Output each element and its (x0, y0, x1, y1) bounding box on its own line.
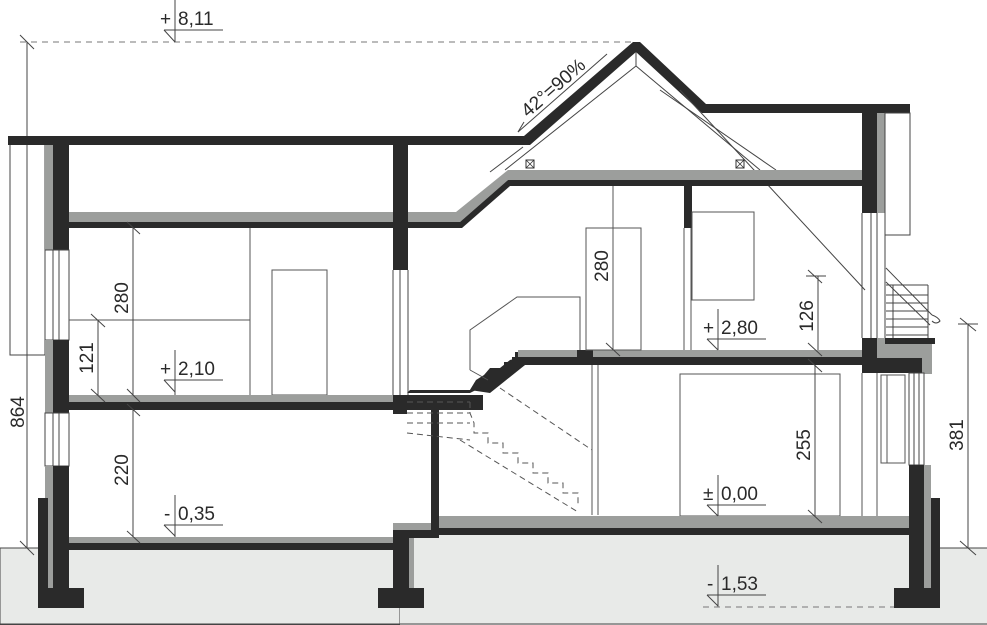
elevation-lower-left-value: 0,35 (178, 504, 215, 525)
right-wall-upper (861, 112, 911, 338)
elevation-ridge-value: 8,11 (178, 9, 214, 30)
dim-left-upper-height: 280 (112, 282, 133, 314)
elevation-ground-right: ± 0,00 (703, 475, 766, 517)
left-attic-floor (69, 170, 865, 228)
middle-foundation (378, 402, 439, 608)
right-upper-floor-slab (512, 350, 877, 365)
svg-text:±: ± (703, 484, 713, 505)
balcony-slab (862, 338, 935, 374)
right-ground-floor-slab (431, 516, 909, 535)
dim-left-sill-height: 121 (77, 342, 98, 374)
dim-right-ground: 255 (794, 358, 823, 524)
elevation-foundation-value: 1,53 (721, 574, 758, 595)
dim-right-upper: 280 (592, 250, 621, 357)
dim-railing: 126 (797, 269, 826, 357)
elevation-upper-left-value: 2,10 (178, 359, 215, 380)
right-wall-lower (861, 372, 940, 608)
elevation-lower-left: - 0,35 (163, 495, 223, 537)
roof-pitch-annotation: 42°=90% (518, 53, 608, 133)
svg-text:-: - (164, 504, 170, 525)
window-outline (880, 374, 906, 464)
svg-text:-: - (707, 574, 713, 595)
elevation-upper-right: + 2,80 (703, 309, 766, 351)
elevation-upper-left: + 2,10 (160, 350, 223, 395)
dim-left-lower: 220 (112, 403, 141, 544)
dim-railing-height: 126 (797, 300, 818, 332)
elevation-ground-right-value: 0,00 (721, 484, 758, 505)
roof (8, 42, 910, 291)
svg-text:+: + (703, 318, 714, 339)
balcony-railing (885, 267, 941, 338)
elevation-ridge: + 8,11 (160, 0, 223, 43)
left-wall (38, 145, 84, 608)
dim-right-upper-height: 280 (592, 250, 613, 282)
dim-total-height: 864 (8, 396, 29, 428)
svg-text:+: + (160, 359, 171, 380)
ground (0, 532, 987, 625)
dim-right-exterior: 381 (947, 317, 978, 556)
door-outline (271, 269, 328, 396)
elevation-foundation: - 1,53 (703, 565, 894, 608)
elevation-upper-right-value: 2,80 (721, 318, 758, 339)
svg-text:+: + (160, 9, 171, 30)
left-upper-floor-slab (55, 395, 483, 414)
cabinet-outline (691, 211, 755, 301)
middle-wall (393, 145, 408, 270)
total-height-dimension: 864 (8, 34, 46, 556)
left-lower-floor-slab (69, 537, 393, 550)
dim-right-exterior-height: 381 (947, 419, 968, 451)
dim-left-upper: 280 121 (77, 221, 141, 403)
dim-right-ground-height: 255 (794, 429, 815, 461)
staircase (406, 296, 593, 513)
dim-left-lower-height: 220 (112, 454, 133, 486)
